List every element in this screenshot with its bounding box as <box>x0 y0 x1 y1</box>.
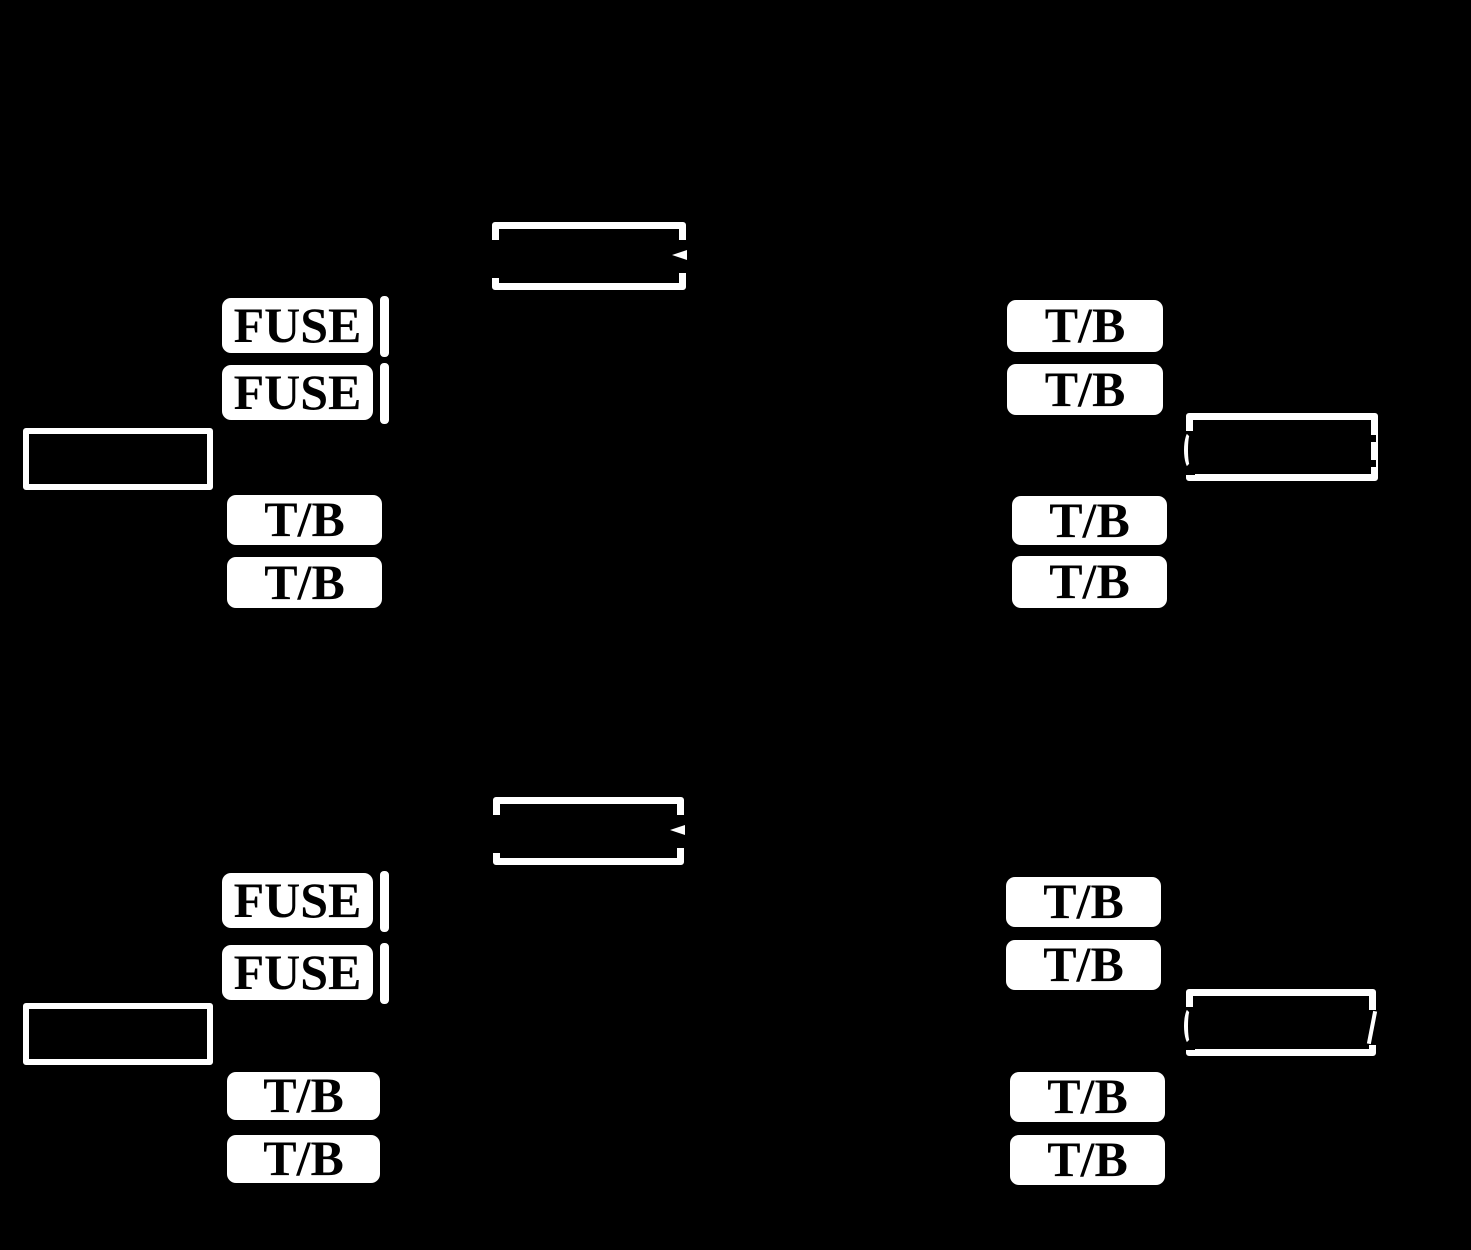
fuse-label: FUSE <box>233 943 362 1000</box>
terminal-block-box-right-8: T/B <box>1010 1131 1165 1187</box>
terminal-block-box-right-2: T/B <box>1007 364 1163 415</box>
terminal-block-label: T/B <box>263 1067 344 1123</box>
border-fragment-wedge <box>670 825 685 835</box>
terminal-block-label: T/B <box>1049 553 1130 609</box>
fuse-terminal-bar-2 <box>380 363 389 424</box>
terminal-block-label: T/B <box>263 1130 344 1186</box>
outlined-box-left-top <box>23 428 213 490</box>
terminal-block-label: T/B <box>1044 360 1126 417</box>
fuse-box-4: FUSE <box>222 945 373 1000</box>
fuse-label: FUSE <box>233 363 362 420</box>
fuse-box-3: FUSE <box>222 873 373 928</box>
border-fragment-wedge <box>672 250 687 260</box>
border-gap <box>491 815 504 853</box>
fuse-box-2: FUSE <box>222 365 373 420</box>
terminal-block-label: T/B <box>1043 873 1124 929</box>
border-fragment-crescent <box>1184 431 1196 469</box>
fuse-terminal-bar-3 <box>380 871 389 932</box>
fuse-label: FUSE <box>233 871 362 928</box>
terminal-block-label: T/B <box>1049 491 1130 548</box>
outlined-box-right-top <box>1186 413 1378 481</box>
outlined-box-center-top <box>492 222 686 290</box>
terminal-block-label: T/B <box>1043 936 1124 992</box>
fuse-box-1: FUSE <box>222 298 373 353</box>
terminal-block-box-right-7: T/B <box>1010 1068 1165 1124</box>
terminal-block-label: T/B <box>264 553 345 610</box>
terminal-block-box-left-4: T/B <box>227 1130 380 1186</box>
terminal-block-box-right-4: T/B <box>1012 556 1167 608</box>
outlined-box-center-bottom <box>493 797 684 865</box>
terminal-block-box-right-1: T/B <box>1007 300 1163 352</box>
terminal-block-box-right-3: T/B <box>1012 491 1167 548</box>
fuse-terminal-bar-1 <box>380 296 389 357</box>
outlined-box-right-bottom <box>1186 989 1376 1056</box>
terminal-block-box-right-6: T/B <box>1006 936 1161 992</box>
terminal-block-box-left-2: T/B <box>227 557 382 608</box>
border-nick <box>1371 460 1376 467</box>
terminal-block-label: T/B <box>1047 1131 1128 1187</box>
border-nick <box>1371 435 1376 442</box>
terminal-block-box-left-1: T/B <box>227 491 382 547</box>
border-fragment-crescent <box>1184 1007 1196 1045</box>
border-gap <box>490 240 503 278</box>
fuse-label: FUSE <box>233 296 362 353</box>
terminal-block-label: T/B <box>1047 1068 1128 1124</box>
outlined-box-left-bottom <box>23 1003 213 1065</box>
fuse-terminal-bar-4 <box>380 943 389 1004</box>
terminal-block-box-right-5: T/B <box>1006 873 1161 929</box>
terminal-block-label: T/B <box>264 491 345 547</box>
terminal-block-label: T/B <box>1044 297 1126 353</box>
terminal-block-box-left-3: T/B <box>227 1067 380 1123</box>
